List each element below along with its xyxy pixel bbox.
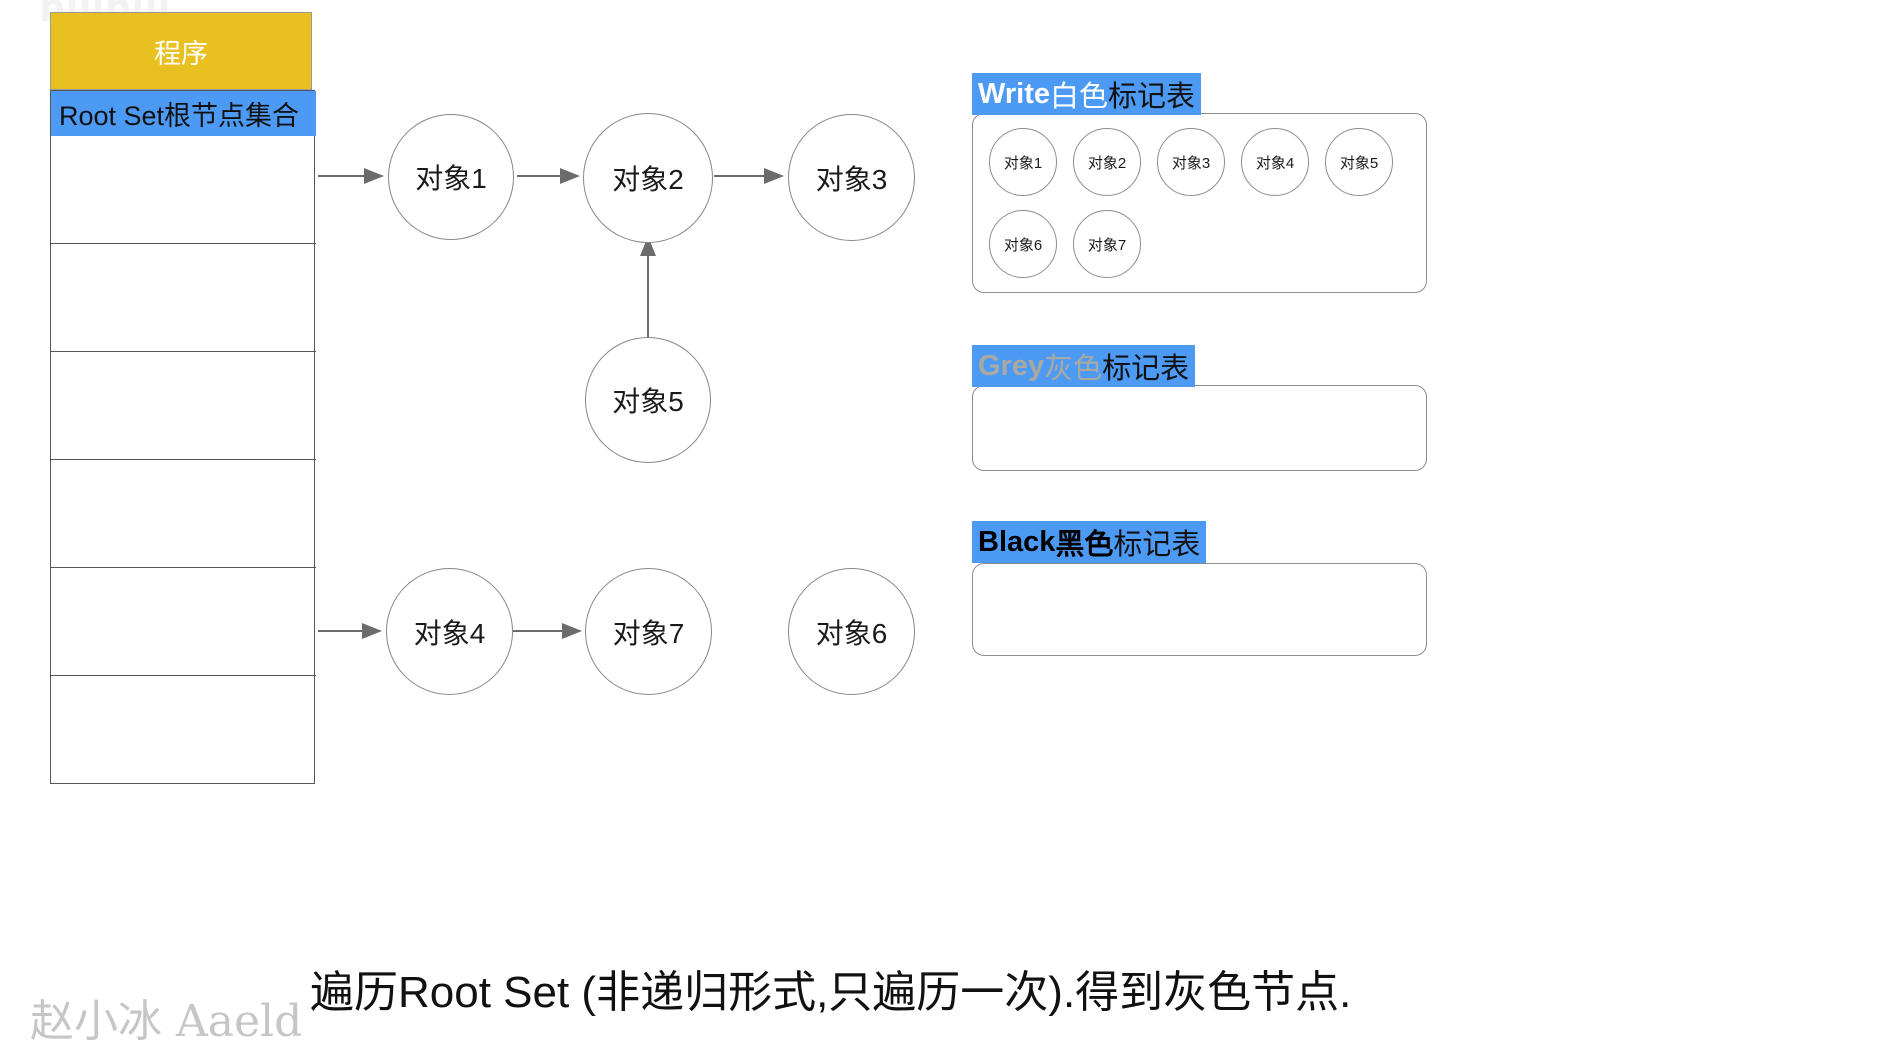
table-row[interactable] <box>51 244 316 352</box>
mark-label-cn: 白色 <box>1049 81 1108 113</box>
mark-table-white-label: Write 白色标记表 <box>972 73 1202 115</box>
list-item[interactable]: 对象6 <box>989 210 1057 278</box>
mark-table-grey-box[interactable] <box>972 385 1427 471</box>
graph-node-obj1[interactable]: 对象1 <box>388 114 514 240</box>
list-item[interactable]: 对象2 <box>1073 128 1141 196</box>
mark-label-cn: 黑色 <box>1055 529 1114 561</box>
graph-node-label: 对象3 <box>815 163 888 195</box>
graph-node-label: 对象4 <box>413 617 486 649</box>
graph-node-obj4[interactable]: 对象4 <box>386 568 513 695</box>
table-row[interactable] <box>51 676 316 784</box>
mark-label-en: Black <box>978 525 1056 558</box>
grey-chip-list <box>973 386 1426 470</box>
table-row[interactable] <box>51 136 316 244</box>
graph-node-obj2[interactable]: 对象2 <box>583 113 713 243</box>
graph-node-obj5[interactable]: 对象5 <box>585 337 711 463</box>
graph-node-obj6[interactable]: 对象6 <box>788 568 915 695</box>
mark-label-cn: 灰色 <box>1044 353 1103 385</box>
list-item[interactable]: 对象7 <box>1073 210 1141 278</box>
mark-table-black-label: Black 黑色标记表 <box>972 521 1207 563</box>
program-label: 程序 <box>154 38 208 69</box>
list-item[interactable]: 对象5 <box>1325 128 1393 196</box>
root-set-table: Root Set根节点集合 <box>50 90 316 784</box>
graph-node-label: 对象5 <box>612 386 684 417</box>
root-set-header: Root Set根节点集合 <box>51 91 316 136</box>
graph-node-label: 对象1 <box>415 163 487 194</box>
white-chip-list: 对象1 对象2 对象3 对象4 对象5 对象6 对象7 <box>973 114 1426 292</box>
list-item[interactable]: 对象1 <box>989 128 1057 196</box>
program-box: 程序 <box>50 12 312 90</box>
mark-label-rest: 标记表 <box>1113 529 1201 561</box>
mark-label-en: Write <box>978 77 1050 110</box>
graph-node-label: 对象6 <box>815 617 888 649</box>
graph-node-obj3[interactable]: 对象3 <box>788 114 915 241</box>
graph-node-label: 对象2 <box>612 164 684 195</box>
table-row[interactable] <box>51 352 316 460</box>
table-row[interactable] <box>51 460 316 568</box>
author-watermark-bottom: 赵小冰 Aaeld <box>30 996 303 1045</box>
mark-label-rest: 标记表 <box>1108 81 1196 113</box>
black-chip-list <box>973 564 1426 655</box>
mark-table-grey-label: Grey 灰色标记表 <box>972 345 1196 387</box>
graph-node-obj7[interactable]: 对象7 <box>585 568 712 695</box>
root-set-rows <box>51 136 316 784</box>
mark-table-white-box[interactable]: 对象1 对象2 对象3 对象4 对象5 对象6 对象7 <box>972 113 1427 293</box>
mark-label-rest: 标记表 <box>1102 353 1190 385</box>
graph-node-label: 对象7 <box>612 617 685 649</box>
table-row[interactable] <box>51 568 316 676</box>
diagram-caption: 遍历Root Set (非递归形式,只遍历一次).得到灰色节点. <box>310 968 1352 1017</box>
list-item[interactable]: 对象3 <box>1157 128 1225 196</box>
mark-label-en: Grey <box>978 349 1045 382</box>
mark-table-black-box[interactable] <box>972 563 1427 656</box>
list-item[interactable]: 对象4 <box>1241 128 1309 196</box>
